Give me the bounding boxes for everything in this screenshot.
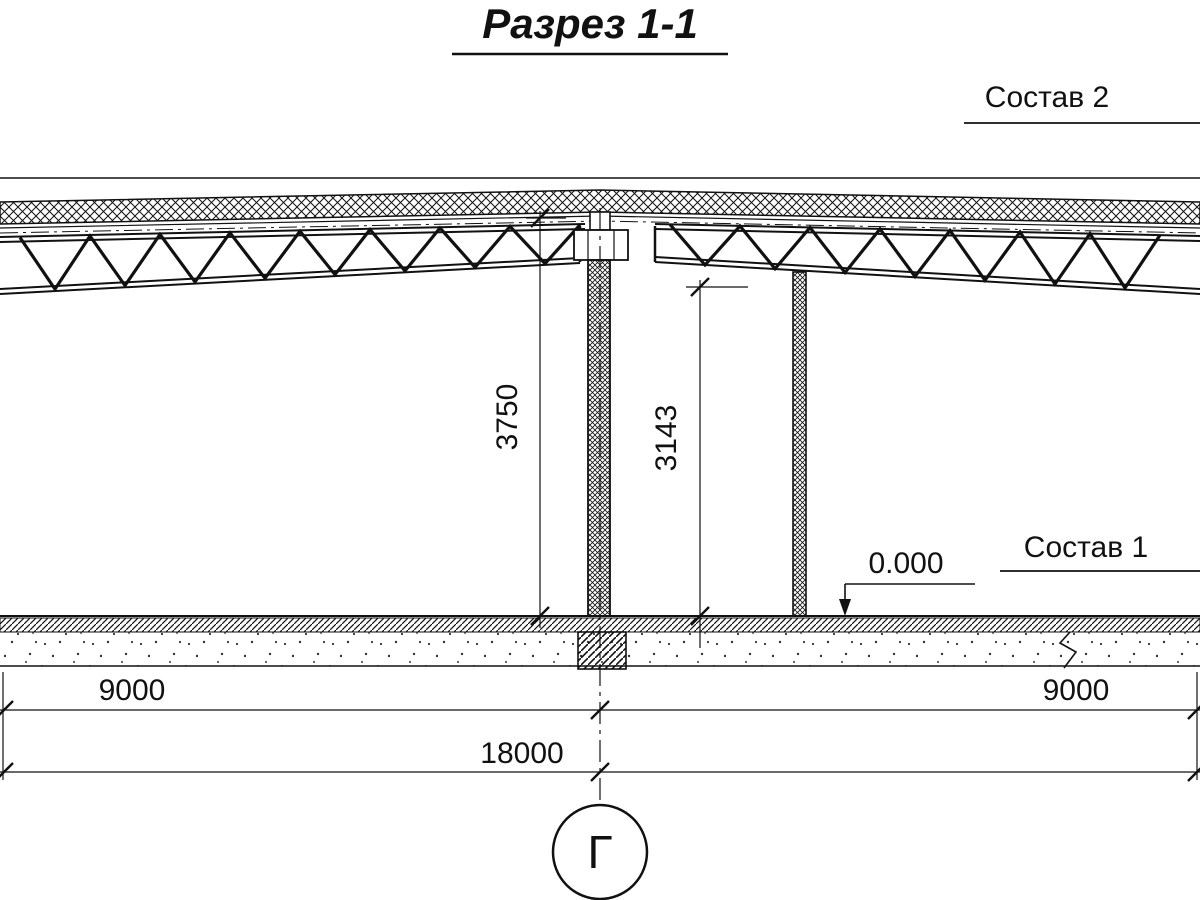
- center-column: [573, 211, 629, 617]
- center-column-shaft: [587, 259, 611, 617]
- right-truss-web-diagonals: [668, 223, 1162, 291]
- roof-insulation-band: [0, 189, 1200, 225]
- dim-span-left: 9000: [99, 674, 166, 707]
- dim3143-value: 3143: [650, 405, 683, 472]
- dim-span-right: 9000: [1043, 674, 1110, 707]
- dim9000-tick-right: [1187, 705, 1200, 720]
- label-sostav1: Состав 1: [1000, 531, 1200, 572]
- right-column-shaft: [792, 271, 807, 617]
- dim3143-tick-top: [690, 277, 710, 297]
- dim18000-tick-right: [1187, 767, 1200, 782]
- left-truss: [0, 223, 586, 295]
- axis-letter: Г: [588, 826, 613, 878]
- center-footing: [577, 631, 627, 670]
- sostav2-text: Состав 2: [985, 81, 1109, 114]
- dim9000-tick-left: [0, 700, 14, 716]
- dimension-3143: 3143: [650, 277, 748, 648]
- elevation-mark: 0.000: [839, 547, 975, 616]
- axis-bubble: Г: [551, 803, 649, 900]
- axis-circle: [551, 803, 649, 900]
- dimension-3750: 3750: [491, 208, 566, 628]
- elevation-value: 0.000: [868, 547, 943, 580]
- dim18000-tick-center: [590, 762, 610, 782]
- left-truss-web-diagonals: [18, 223, 582, 292]
- left-truss-bottom-chord: [0, 257, 581, 290]
- dim3750-tick-bottom: [530, 606, 550, 626]
- elevation-arrowhead: [839, 599, 851, 616]
- right-truss-bottom-chord-2: [654, 261, 1200, 295]
- dim18000-tick-left: [0, 762, 14, 778]
- dim3750-tick-top: [530, 208, 550, 228]
- dim9000-tick-center: [590, 700, 610, 720]
- dim3750-value: 3750: [491, 384, 524, 451]
- drawing-title: Разрез 1-1: [482, 0, 698, 47]
- sostav1-text: Состав 1: [1024, 531, 1148, 564]
- label-sostav2: Состав 2: [964, 81, 1200, 124]
- right-truss-bottom-chord: [654, 256, 1200, 290]
- slab-break-symbol: [1058, 631, 1078, 669]
- left-truss-top-chord: [0, 223, 586, 238]
- left-truss-top-chord-2: [0, 228, 586, 243]
- right-truss-top-chord: [654, 223, 1200, 237]
- left-truss-bottom-chord-2: [0, 262, 581, 295]
- title-block: Разрез 1-1: [452, 0, 728, 56]
- right-truss: [653, 223, 1200, 295]
- floor-slab: [0, 615, 1200, 670]
- right-column: [792, 271, 807, 617]
- dim3143-tick-bottom: [690, 606, 710, 626]
- column-cap: [573, 229, 629, 261]
- dim-span-total: 18000: [480, 737, 563, 770]
- bottom-dimensions: 9000 9000 18000: [0, 672, 1200, 782]
